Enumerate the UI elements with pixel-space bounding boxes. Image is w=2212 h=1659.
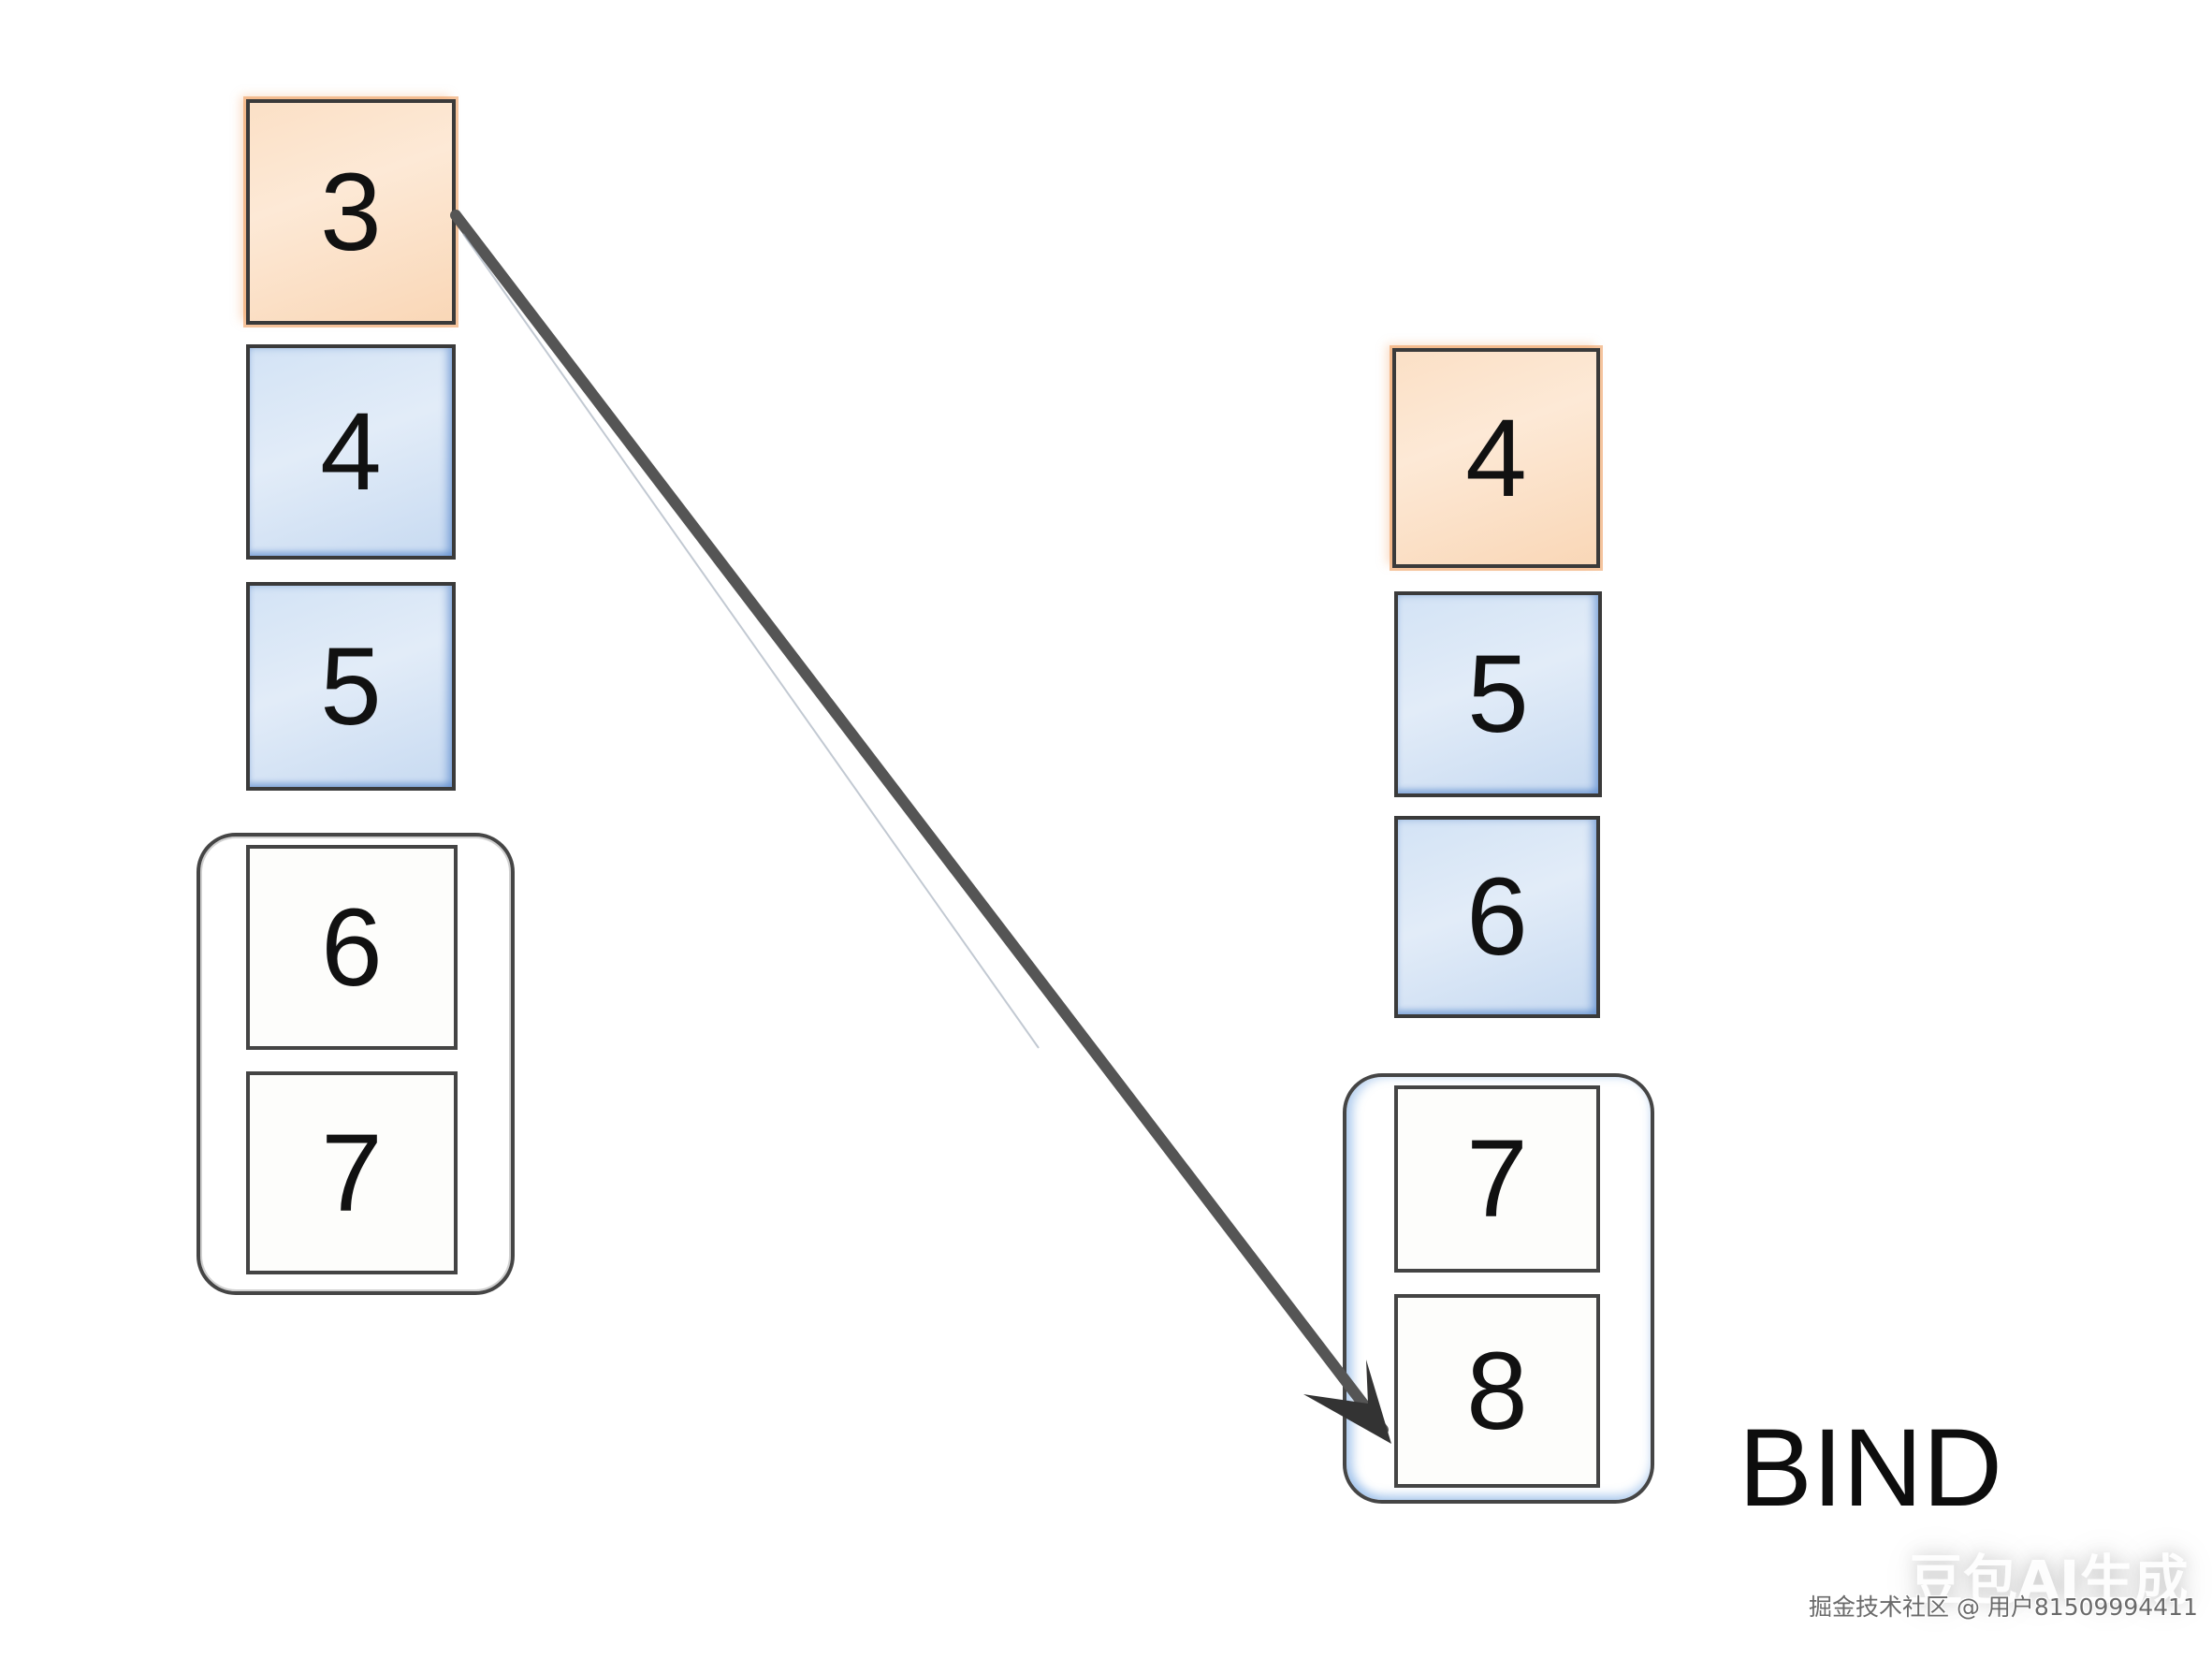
- left-box-4: 4: [246, 344, 456, 560]
- right-box-6: 6: [1394, 816, 1600, 1018]
- box-label: 7: [1466, 1117, 1528, 1241]
- credit-watermark: 掘金技术社区 @ 用户81509994411: [1809, 1594, 2198, 1621]
- ai-generated-watermark: 豆包AI生成: [1909, 1549, 2189, 1612]
- left-box-5: 5: [246, 582, 456, 791]
- box-label: 6: [321, 885, 383, 1010]
- arrowhead: [1303, 1360, 1391, 1444]
- left-bound-group: [196, 833, 515, 1295]
- right-bound-group: [1343, 1073, 1654, 1504]
- box-label: 8: [1466, 1329, 1528, 1453]
- box-label: 5: [320, 624, 382, 749]
- arrow-shaft-sketch: [462, 233, 1040, 1049]
- box-label: 7: [321, 1111, 383, 1235]
- bind-annotation: BIND: [1739, 1406, 2002, 1530]
- box-label: 4: [1465, 396, 1527, 520]
- box-label: 4: [320, 390, 382, 514]
- right-box-8: 8: [1394, 1294, 1600, 1488]
- box-label: 6: [1466, 855, 1528, 979]
- left-box-6: 6: [246, 845, 458, 1050]
- left-box-3: 3: [246, 99, 456, 325]
- box-label: 5: [1467, 633, 1529, 756]
- box-label: 3: [320, 150, 382, 274]
- left-box-7: 7: [246, 1071, 458, 1274]
- right-box-4: 4: [1392, 348, 1600, 568]
- arrow-shaft: [450, 210, 1389, 1435]
- right-box-7: 7: [1394, 1085, 1600, 1273]
- right-box-5: 5: [1394, 591, 1602, 797]
